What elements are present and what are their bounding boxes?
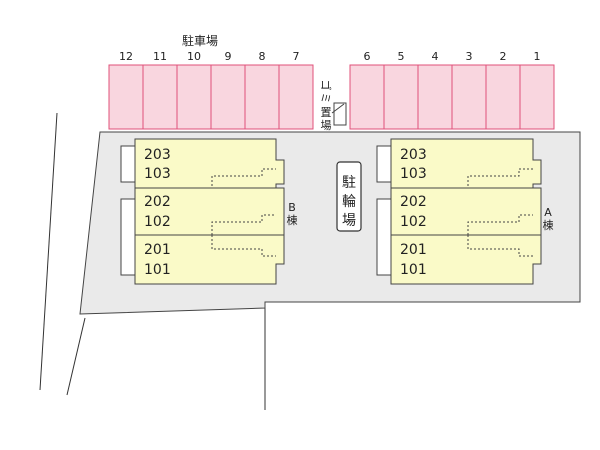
building-a-room-101: 101 xyxy=(400,262,427,278)
parking-space-9 xyxy=(210,64,246,130)
parking-space-number-1: 1 xyxy=(534,50,541,63)
building-b-balcony-top xyxy=(120,145,136,183)
parking-space-8 xyxy=(244,64,280,130)
boundary-line-southwest xyxy=(66,317,86,396)
parking-space-number-2: 2 xyxy=(500,50,507,63)
building-b-balcony-bottom xyxy=(120,198,136,276)
bicycle-label-char-1: 輪 xyxy=(342,193,356,210)
building-b-label-kanji: 棟 xyxy=(287,213,298,227)
garbage-area: ゴ ミ 置 場 xyxy=(319,80,347,132)
building-a-room-102: 102 xyxy=(400,214,427,230)
building-a-room-203: 203 xyxy=(400,147,427,163)
building-b-room-103: 103 xyxy=(144,166,171,182)
parking-space-6 xyxy=(349,64,385,130)
bicycle-label-char-2: 場 xyxy=(342,213,356,229)
building-a-label-letter: A xyxy=(544,206,552,219)
garbage-label-char-2: 置 xyxy=(321,106,332,119)
parking-space-number-6: 6 xyxy=(364,50,371,63)
bicycle-parking: 駐 輪 場 xyxy=(336,161,362,232)
parking-space-number-11: 11 xyxy=(153,50,167,63)
building-a: 203 103 202 102 201 101 A 棟 xyxy=(376,138,554,285)
parking-space-3 xyxy=(451,64,487,130)
parking-space-11 xyxy=(142,64,178,130)
parking-space-12 xyxy=(108,64,144,130)
building-a-label-kanji: 棟 xyxy=(543,218,554,232)
garbage-label-char-0: ゴ xyxy=(319,80,333,91)
building-b-room-102: 102 xyxy=(144,214,171,230)
building-a-balcony-bottom xyxy=(376,198,392,276)
boundary-line-west xyxy=(39,112,58,391)
building-b-room-201: 201 xyxy=(144,242,171,258)
parking-space-number-3: 3 xyxy=(466,50,473,63)
parking-space-5 xyxy=(383,64,419,130)
building-b: 203 103 202 102 201 101 B 棟 xyxy=(120,138,298,285)
parking-space-4 xyxy=(417,64,453,130)
parking-space-number-10: 10 xyxy=(187,50,201,63)
building-a-balcony-top xyxy=(376,145,392,183)
parking-space-number-8: 8 xyxy=(259,50,266,63)
building-b-label-letter: B xyxy=(288,201,296,214)
parking-space-number-9: 9 xyxy=(225,50,232,63)
parking-title: 駐車場 xyxy=(182,33,218,48)
building-b-room-203: 203 xyxy=(144,147,171,163)
building-a-room-103: 103 xyxy=(400,166,427,182)
building-b-room-101: 101 xyxy=(144,262,171,278)
parking-space-10 xyxy=(176,64,212,130)
building-a-room-202: 202 xyxy=(400,194,427,210)
parking-spaces-right: 6 5 4 3 2 1 xyxy=(349,50,555,130)
garbage-label-char-3: 場 xyxy=(321,119,332,132)
bicycle-parking-box xyxy=(336,161,362,232)
building-b-room-202: 202 xyxy=(144,194,171,210)
bicycle-label-char-0: 駐 xyxy=(342,175,356,191)
parking-space-1 xyxy=(519,64,555,130)
building-a-stairs xyxy=(467,168,533,257)
parking-space-number-4: 4 xyxy=(432,50,439,63)
boundary-lines xyxy=(39,112,266,410)
parking-space-2 xyxy=(485,64,521,130)
parking-space-number-7: 7 xyxy=(293,50,300,63)
garbage-box xyxy=(333,102,347,126)
garbage-slash xyxy=(331,103,345,114)
parking-space-7 xyxy=(278,64,314,130)
parking-space-number-5: 5 xyxy=(398,50,405,63)
building-b-stairs xyxy=(211,168,276,257)
parking-spaces-left: 12 11 10 9 8 7 xyxy=(108,50,314,130)
garbage-label-char-1: ミ xyxy=(319,93,332,104)
parking-space-number-12: 12 xyxy=(119,50,133,63)
building-a-room-201: 201 xyxy=(400,242,427,258)
